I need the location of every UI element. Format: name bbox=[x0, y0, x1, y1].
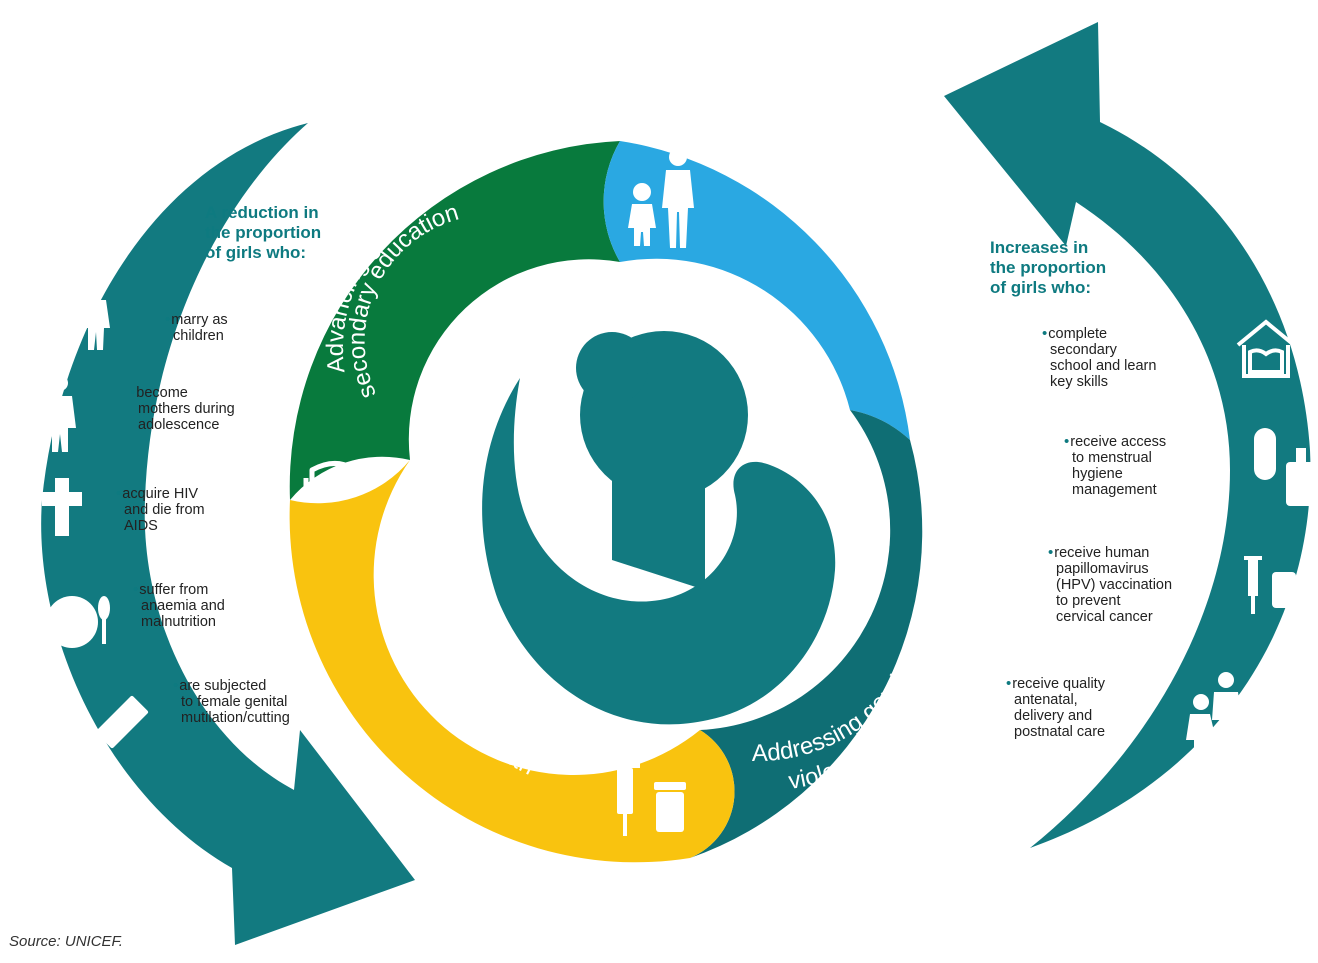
left-heading-line: A reduction in bbox=[205, 203, 319, 222]
left-child-adult-icon bbox=[58, 280, 110, 350]
left-heading-line: of girls who: bbox=[205, 243, 307, 262]
right-heading-line: of girls who: bbox=[990, 278, 1092, 297]
left-icons bbox=[34, 280, 149, 749]
bullet-dot: • bbox=[116, 485, 122, 502]
left-heading: A reduction in the proportion of girls w… bbox=[205, 203, 321, 263]
left-mother-baby-icon bbox=[44, 375, 76, 452]
right-school-book-icon bbox=[1236, 319, 1296, 378]
bullet-line: malnutrition bbox=[141, 614, 216, 630]
right-bullet-antenatal: •receive quality antenatal, delivery and… bbox=[1006, 675, 1106, 741]
right-heading-line: the proportion bbox=[990, 258, 1107, 277]
bullet-line: management bbox=[1072, 482, 1157, 498]
bullet-line: children bbox=[173, 328, 224, 344]
bullet-line: to female genital bbox=[181, 694, 288, 710]
left-plate-cutlery-icon bbox=[34, 596, 110, 648]
bullet-line: school and learn bbox=[1050, 358, 1157, 374]
bullet-line: (HPV) vaccination bbox=[1056, 577, 1173, 593]
bullet-line: and die from bbox=[124, 502, 205, 518]
right-syringe-vial-icon bbox=[1244, 556, 1296, 614]
right-bullet-menstrual: •receive access to menstrual hygiene man… bbox=[1064, 433, 1167, 499]
child-adult-icon bbox=[628, 148, 694, 248]
bullet-line: key skills bbox=[1050, 374, 1109, 390]
bullet-dot: • bbox=[1048, 544, 1054, 561]
bullet-line: marry as bbox=[171, 312, 228, 328]
bullet-line: anaemia and bbox=[141, 598, 225, 614]
bullet-line: are subjected bbox=[179, 678, 267, 694]
bullet-line: receive quality bbox=[1012, 676, 1105, 692]
girl-silhouette bbox=[482, 331, 836, 725]
injured-girl-icon bbox=[942, 441, 972, 522]
bullet-line: receive access bbox=[1070, 434, 1167, 450]
bullet-line: delivery and bbox=[1014, 708, 1093, 724]
bullet-line: postnatal care bbox=[1014, 724, 1106, 740]
bullet-line: secondary bbox=[1050, 342, 1117, 358]
left-bullet-anaemia: •suffer from anaemia and malnutrition bbox=[133, 581, 225, 631]
source-note: Source: UNICEF. bbox=[9, 933, 123, 950]
bullet-line: antenatal, bbox=[1014, 692, 1078, 708]
bullet-line: receive human bbox=[1054, 545, 1150, 561]
left-bullet-hiv: •acquire HIV and die from AIDS bbox=[116, 485, 205, 535]
bullet-dot: • bbox=[130, 384, 136, 401]
right-icons bbox=[1186, 319, 1316, 762]
bullet-line: hygiene bbox=[1072, 466, 1123, 482]
right-bullet-secondary: •complete secondary school and learn key… bbox=[1042, 325, 1157, 391]
bullet-dot: • bbox=[1006, 675, 1012, 692]
left-bullet-marry: •marry as children bbox=[165, 311, 228, 345]
bullet-line: adolescence bbox=[138, 417, 220, 433]
bullet-dot: • bbox=[133, 581, 139, 598]
left-cross-ribbon-icon bbox=[42, 478, 82, 536]
right-heading-line: Increases in bbox=[990, 238, 1089, 257]
right-pregnant-mother-icon bbox=[1186, 672, 1242, 762]
left-bullet-fgm: •are subjected to female genital mutilat… bbox=[173, 677, 290, 727]
bullet-line: to menstrual bbox=[1072, 450, 1152, 466]
right-heading: Increases in the proportion of girls who… bbox=[990, 238, 1106, 298]
syringe-pill-icon bbox=[610, 746, 686, 836]
right-bullet-hpv: •receive human papillomavirus (HPV) vacc… bbox=[1048, 544, 1173, 626]
bullet-line: acquire HIV bbox=[122, 486, 199, 502]
bullet-line: papillomavirus bbox=[1056, 561, 1149, 577]
bullet-dot: • bbox=[1042, 325, 1048, 342]
bullet-line: complete bbox=[1048, 326, 1108, 342]
bullet-line: AIDS bbox=[124, 518, 158, 534]
left-razor-blade-icon bbox=[95, 695, 149, 749]
left-heading-line: the proportion bbox=[205, 223, 322, 242]
bullet-line: become bbox=[136, 385, 188, 401]
bullet-line: mothers during bbox=[138, 401, 235, 417]
bullet-line: suffer from bbox=[139, 582, 209, 598]
bullet-dot: • bbox=[173, 677, 179, 694]
bullet-line: mutilation/cutting bbox=[181, 710, 290, 726]
bullet-line: cervical cancer bbox=[1056, 609, 1153, 625]
bullet-line: to prevent bbox=[1056, 593, 1121, 609]
ring-segment-education: Advancing girls' secondary education bbox=[289, 141, 620, 527]
right-cycle-arrow bbox=[944, 22, 1311, 848]
left-cycle-arrow bbox=[41, 123, 415, 945]
bullet-dot: • bbox=[1064, 433, 1070, 450]
left-bullet-mothers: •become mothers during adolescence bbox=[130, 384, 235, 434]
bullet-dot: • bbox=[165, 311, 171, 328]
right-sanitary-pad-icon bbox=[1254, 428, 1316, 506]
